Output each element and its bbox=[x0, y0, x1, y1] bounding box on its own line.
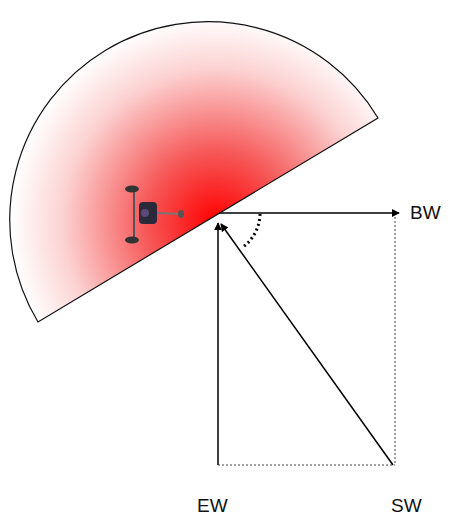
vector-label: BW bbox=[410, 203, 441, 222]
construction-line bbox=[395, 213, 396, 465]
construction-line bbox=[218, 465, 395, 466]
coverage-region bbox=[10, 22, 378, 322]
vector-label: EW bbox=[197, 496, 228, 515]
bw-vector bbox=[219, 212, 399, 214]
drone-icon bbox=[125, 186, 184, 244]
vector-label: SW bbox=[391, 496, 422, 515]
sw-vector bbox=[221, 224, 393, 465]
angle-arc bbox=[243, 214, 260, 247]
ew-vector bbox=[217, 223, 219, 465]
